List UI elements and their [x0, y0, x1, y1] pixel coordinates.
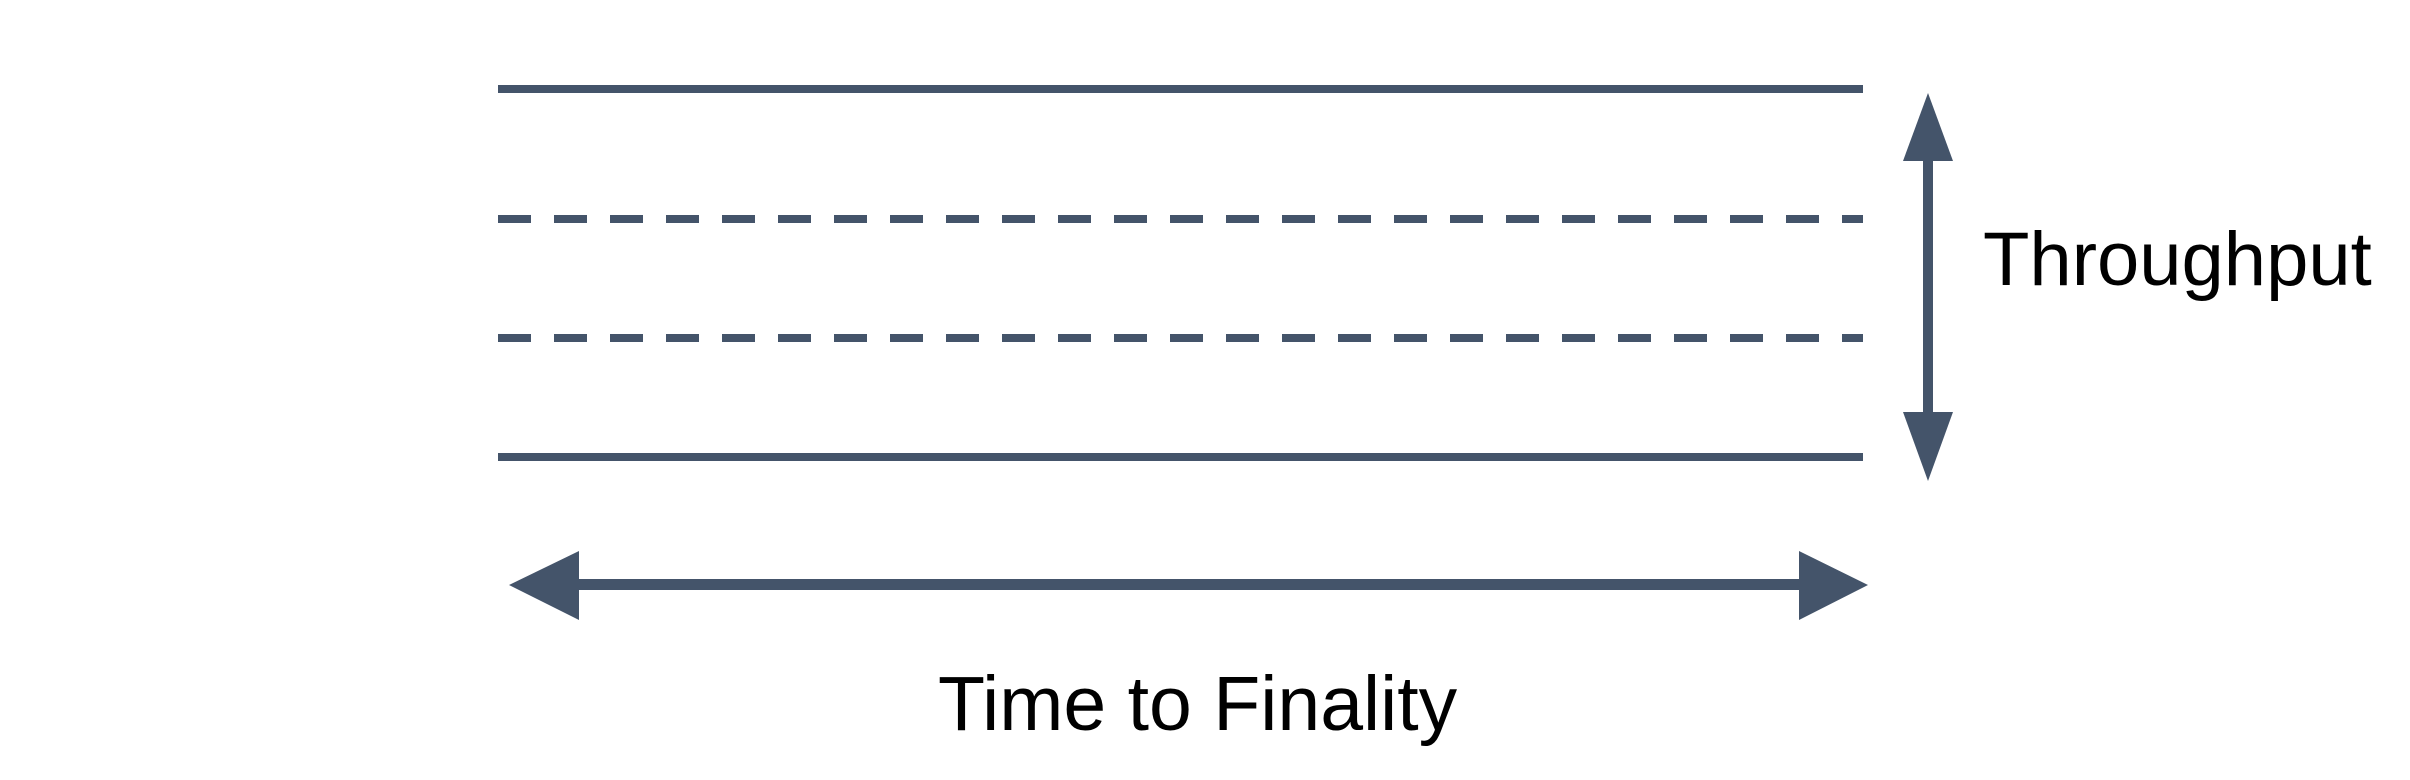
time-to-finality-axis-label: Time to Finality	[938, 661, 1458, 747]
throughput-axis-label: Throughput	[1983, 217, 2372, 302]
double-headed-horizontal-arrow-icon	[509, 551, 1868, 620]
double-headed-vertical-arrow-icon	[1903, 93, 1953, 481]
